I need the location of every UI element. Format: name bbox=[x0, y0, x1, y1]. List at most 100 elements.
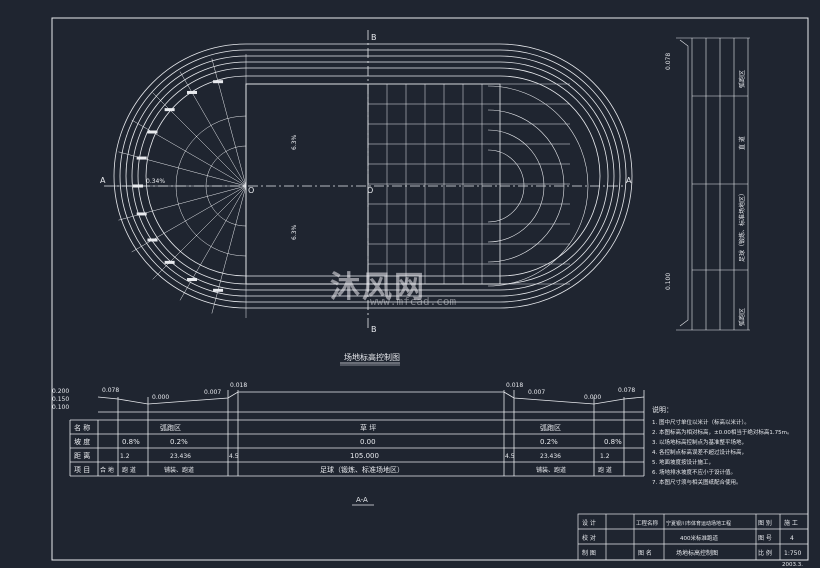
profile-mark: 0.007 bbox=[528, 389, 545, 396]
profile-mark: 0.000 bbox=[152, 394, 169, 401]
section-a-profile bbox=[69, 390, 645, 477]
inner-slope-label-bottom: 6.3% bbox=[291, 224, 298, 240]
strip-label: 弧跑区 bbox=[738, 308, 746, 326]
tb-cell: 工程名称 bbox=[636, 519, 659, 527]
note-line: 6. 场地排水坡度不应小于设计值。 bbox=[652, 468, 736, 476]
radial-tick-labels bbox=[133, 80, 224, 292]
zone-cell: 草 坪 bbox=[360, 423, 376, 432]
distance-cell: 23.436 bbox=[170, 453, 191, 460]
elevation-grid-right bbox=[367, 83, 570, 285]
inner-slope-label-top: 6.3% bbox=[291, 134, 298, 150]
radial-line bbox=[211, 185, 247, 314]
level-label: 0.150 bbox=[52, 396, 69, 403]
track-lane-outer bbox=[113, 43, 633, 309]
distance-cell: 1.2 bbox=[120, 453, 130, 460]
radial-tick bbox=[187, 90, 197, 94]
origin-mark-left: O bbox=[248, 186, 254, 195]
strip-label: 直 道 bbox=[738, 136, 746, 150]
distance-cell: 1.2 bbox=[600, 453, 610, 460]
item-cell: 足球（锻炼、标准场地区） bbox=[320, 465, 404, 474]
note-line: 1. 图中尺寸单位以米计（标高以米计）。 bbox=[652, 418, 750, 426]
radial-tick bbox=[136, 156, 147, 160]
item-cell: 合 地 bbox=[100, 466, 114, 474]
row-label-item: 项 目 bbox=[74, 466, 90, 474]
notes-title: 说明： bbox=[652, 405, 673, 414]
row-label-distance: 距 离 bbox=[74, 451, 90, 460]
note-line: 2. 本图标高为相对标高，±0.00相当于绝对标高1.75m。 bbox=[652, 428, 792, 436]
row-label-slope: 坡 度 bbox=[74, 437, 90, 446]
item-cell: 铺装、跑道 bbox=[536, 466, 566, 474]
radial-line bbox=[179, 71, 247, 187]
profile-mark: 0.018 bbox=[230, 382, 247, 389]
radial-line bbox=[211, 58, 247, 187]
tb-cell: 设 计 bbox=[582, 519, 596, 527]
watermark-logo: 沐风网 bbox=[330, 270, 426, 305]
section-b-strip bbox=[676, 37, 750, 331]
section-mark-b-bottom: B bbox=[371, 325, 377, 334]
radial-line bbox=[179, 185, 247, 301]
tb-value: 施 工 bbox=[784, 519, 798, 527]
section-mark-b-top: B bbox=[371, 33, 377, 42]
tb-cell: 校 对 bbox=[582, 534, 596, 542]
section-title: A-A bbox=[356, 496, 368, 504]
radial-tick bbox=[133, 184, 143, 188]
level-label: 0.200 bbox=[52, 388, 69, 395]
profile-mark: 0.078 bbox=[618, 387, 635, 394]
strip-value-bottom: 0.100 bbox=[665, 273, 672, 290]
track-lane bbox=[119, 49, 627, 303]
tb-cell: 图 别 bbox=[758, 519, 772, 527]
item-cell: 跑 道 bbox=[122, 466, 136, 474]
tb-cell: 场地标高控制图 bbox=[676, 549, 718, 557]
profile-mark: 0.007 bbox=[204, 389, 221, 396]
radial-tick bbox=[164, 260, 175, 264]
item-cell: 铺装、跑道 bbox=[164, 466, 194, 474]
distance-cell: 4.5 bbox=[505, 453, 515, 460]
radial-tick bbox=[147, 130, 158, 134]
tb-cell: 图 号 bbox=[758, 535, 772, 542]
tb-cell: 图 名 bbox=[638, 549, 652, 557]
radial-tick bbox=[136, 212, 147, 216]
section-mark-a-right: A bbox=[626, 176, 632, 185]
strip-value-top: 0.078 bbox=[665, 53, 672, 70]
tb-cell: 400米标准跑道 bbox=[680, 534, 718, 542]
radial-tick bbox=[147, 238, 158, 242]
distance-cell: 105.000 bbox=[350, 452, 379, 460]
item-cell: 跑 道 bbox=[598, 466, 612, 474]
radial-tick bbox=[164, 108, 175, 112]
track-lane bbox=[131, 61, 615, 291]
drawing-border bbox=[51, 17, 809, 561]
tb-cell: 比 例 bbox=[758, 549, 772, 557]
tb-cell: 制 图 bbox=[582, 549, 596, 557]
profile-mark: 0.000 bbox=[584, 394, 601, 401]
elevation-arcs-right bbox=[487, 85, 589, 287]
radial-tick bbox=[213, 80, 224, 84]
origin-mark: O bbox=[367, 186, 373, 195]
left-slope-label: 0.34% bbox=[146, 178, 165, 185]
zone-cell: 弧跑区 bbox=[540, 423, 561, 432]
profile-mark: 0.078 bbox=[102, 387, 119, 394]
tb-cell: 宁夏银川市体育运动场地工程 bbox=[666, 520, 731, 527]
note-line: 4. 各控制点标高误差不超过设计标高， bbox=[652, 448, 747, 456]
distance-cell: 4.5 bbox=[229, 453, 239, 460]
track-lane bbox=[125, 55, 621, 297]
slope-cell: 0.8% bbox=[122, 438, 140, 446]
row-label-name: 名 称 bbox=[74, 423, 90, 432]
note-line: 5. 地面坡度按设计施工， bbox=[652, 458, 714, 466]
strip-label: 弧跑区 bbox=[738, 70, 746, 88]
slope-cell: 0.2% bbox=[170, 438, 188, 446]
note-line: 7. 本图尺寸须与相关图纸配合使用。 bbox=[652, 478, 742, 486]
distance-cell: 23.436 bbox=[540, 453, 561, 460]
note-line: 3. 以场地标高控制点为基准整平场地， bbox=[652, 438, 747, 446]
slope-cell: 0.8% bbox=[604, 438, 622, 446]
radial-tick bbox=[187, 278, 197, 282]
slope-cell: 0.2% bbox=[540, 438, 558, 446]
tb-value: 1:750 bbox=[784, 550, 801, 557]
watermark-url: www.mfcad.com bbox=[370, 295, 457, 308]
strip-label: 足球（锻炼、标准场地区） bbox=[738, 190, 746, 262]
section-mark-a-left: A bbox=[100, 176, 106, 185]
plan-title: 场地标高控制图 bbox=[344, 352, 400, 362]
title-block bbox=[577, 513, 809, 561]
radial-arc bbox=[205, 145, 247, 227]
slope-cell: 0.00 bbox=[360, 438, 376, 446]
